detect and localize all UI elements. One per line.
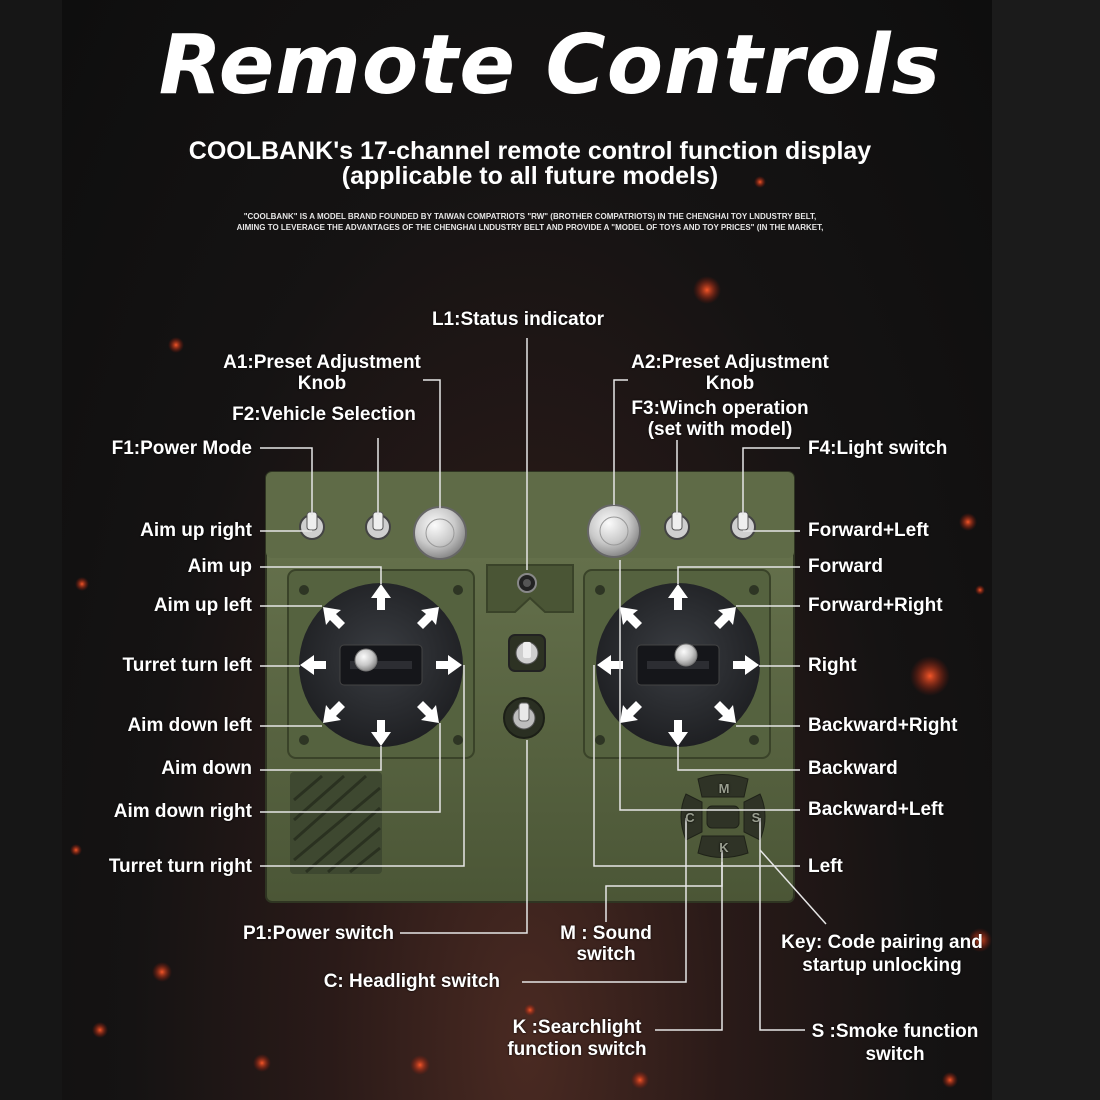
- label-turret-turn-right: Turret turn right: [108, 856, 252, 877]
- page-title: Remote Controls: [158, 18, 942, 113]
- left-stick-arrows: [300, 584, 462, 746]
- label-f2: F2:Vehicle Selection: [232, 404, 416, 425]
- label-a1-line-2: Knob: [297, 373, 347, 394]
- label-f3-line-2: (set with model): [647, 419, 793, 440]
- label-f3-line-1: F3:Winch operation: [631, 398, 809, 419]
- label-a1-line-1: A1:Preset Adjustment: [223, 352, 421, 373]
- label-aim-down-right: Aim down right: [113, 801, 252, 822]
- label-turret-turn-left: Turret turn left: [122, 655, 252, 676]
- label-m-line-2: switch: [576, 944, 636, 965]
- dpad-key-k[interactable]: K: [719, 840, 729, 855]
- preset-knob-a2[interactable]: [587, 504, 641, 558]
- left-margin: [0, 0, 62, 1100]
- power-switch[interactable]: [503, 697, 545, 739]
- label-s-line-1: S :Smoke function: [811, 1021, 979, 1042]
- label-a2-line-1: A2:Preset Adjustment: [631, 352, 829, 373]
- label-forward-left: Forward+Left: [808, 520, 929, 541]
- preset-knob-a1[interactable]: [413, 506, 467, 560]
- dpad-key-s[interactable]: S: [751, 810, 761, 825]
- label-forward-right: Forward+Right: [808, 595, 943, 616]
- leader-lines: [260, 338, 827, 1031]
- label-p1: P1:Power switch: [243, 923, 394, 944]
- label-aim-up-left: Aim up left: [153, 595, 252, 616]
- dpad-key-c[interactable]: C: [685, 810, 695, 825]
- toggle-switch-f1[interactable]: [299, 511, 325, 540]
- status-indicator-led: [517, 573, 537, 593]
- label-l1: L1:Status indicator: [431, 309, 605, 330]
- label-aim-up-right: Aim up right: [140, 520, 252, 541]
- label-a2-line-2: Knob: [705, 373, 755, 394]
- fine-print-line-2: AIMING TO LEVERAGE THE ADVANTAGES OF THE…: [236, 223, 824, 232]
- label-f1: F1:Power Mode: [111, 438, 252, 459]
- right-margin: [992, 0, 1100, 1100]
- label-aim-down-left: Aim down left: [127, 715, 252, 736]
- label-right: Right: [808, 655, 857, 676]
- subtitle-line-1: COOLBANK's 17-channel remote control fun…: [188, 137, 872, 165]
- toggle-switch-f3[interactable]: [664, 511, 690, 540]
- dpad-key-m[interactable]: M: [718, 781, 730, 796]
- subtitle-line-2: (applicable to all future models): [341, 162, 719, 190]
- label-key-line-2: startup unlocking: [802, 955, 962, 976]
- label-aim-up: Aim up: [187, 556, 252, 577]
- label-forward: Forward: [808, 556, 883, 577]
- fine-print-line-1: "COOLBANK" IS A MODEL BRAND FOUNDED BY T…: [243, 212, 817, 221]
- ember-particles: [70, 176, 992, 1089]
- label-s-line-2: switch: [865, 1044, 925, 1065]
- label-key-line-1: Key: Code pairing and: [781, 932, 983, 953]
- key-button[interactable]: [508, 634, 546, 672]
- label-m-line-1: M : Sound: [560, 923, 652, 944]
- label-backward: Backward: [808, 758, 898, 779]
- label-c: C: Headlight switch: [323, 971, 500, 992]
- right-stick-arrows: [597, 584, 759, 746]
- label-k-line-2: function switch: [507, 1039, 647, 1060]
- label-k-line-1: K :Searchlight: [512, 1017, 642, 1038]
- label-backward-left: Backward+Left: [808, 799, 944, 820]
- label-aim-down: Aim down: [161, 758, 252, 779]
- toggle-switch-f2[interactable]: [365, 511, 391, 540]
- label-f4: F4:Light switch: [808, 438, 948, 459]
- label-backward-right: Backward+Right: [808, 715, 958, 736]
- label-left: Left: [808, 856, 843, 877]
